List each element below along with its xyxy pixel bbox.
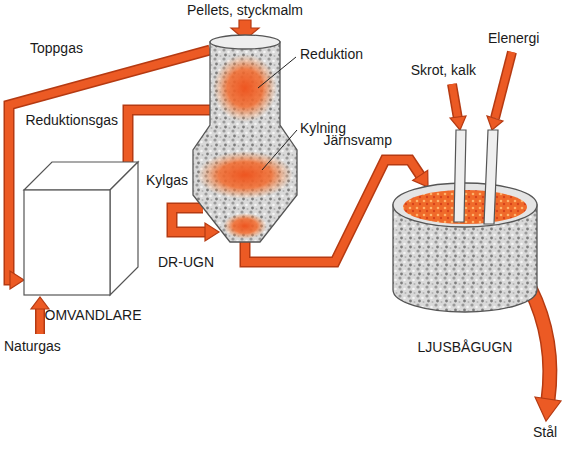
scrap-arrowhead (450, 116, 466, 130)
shaft-furnace-body (193, 42, 297, 242)
steel-arrowhead (535, 397, 561, 421)
naturgas-pipe-outline (35, 308, 45, 334)
vessel-outline (18, 158, 168, 323)
shaft-top (210, 35, 280, 49)
power-arrow-outline (495, 52, 512, 118)
steel-outflow-outline (530, 288, 550, 400)
arc-furnace: LJUSBÅGUGN (380, 150, 550, 355)
product-label: Stål (533, 424, 557, 440)
feed-label: Pellets, styckmalm (187, 2, 303, 18)
pipe-label: Reduktionsgas (25, 112, 118, 128)
hot-zone (223, 213, 267, 239)
vessel-name: DR-UGN (158, 254, 214, 270)
hot-zone (197, 151, 293, 199)
kylgas-pipe (172, 208, 206, 232)
hot-zone (213, 54, 277, 122)
electrode (484, 130, 498, 224)
scrap-arrow (452, 84, 458, 119)
leader-line (258, 57, 296, 88)
steel-outflow (530, 288, 550, 400)
pipe-arrowhead (413, 170, 428, 187)
leader-line (262, 130, 297, 170)
pipe-label: Järnsvamp (324, 132, 392, 148)
naturgas-pipe (37, 308, 44, 334)
zone-label: Reduktion (300, 46, 363, 62)
converter-box: OMVANDLARE (18, 158, 168, 323)
pipe-label: Toppgas (30, 40, 83, 56)
power-arrow (495, 52, 512, 118)
vessel-name: LJUSBÅGUGN (418, 339, 513, 355)
gas-label: Kylgas (146, 172, 188, 188)
converter-side (110, 162, 138, 295)
pipe-arrowhead (10, 271, 24, 289)
kylgas-pipe-outline (172, 208, 206, 232)
shaft-furnace: DR-UGN (150, 30, 310, 270)
scrap-arrow-outline (452, 84, 458, 119)
converter-front (24, 190, 110, 295)
input-label: Skrot, kalk (411, 62, 476, 78)
input-label: Elenergi (488, 30, 539, 46)
power-arrowhead (487, 116, 503, 130)
vessel-outline (380, 150, 550, 355)
gas-label: Naturgas (4, 338, 61, 354)
electrode (454, 130, 466, 222)
vessel-outline (150, 30, 310, 270)
vessel-name: OMVANDLARE (45, 307, 142, 323)
